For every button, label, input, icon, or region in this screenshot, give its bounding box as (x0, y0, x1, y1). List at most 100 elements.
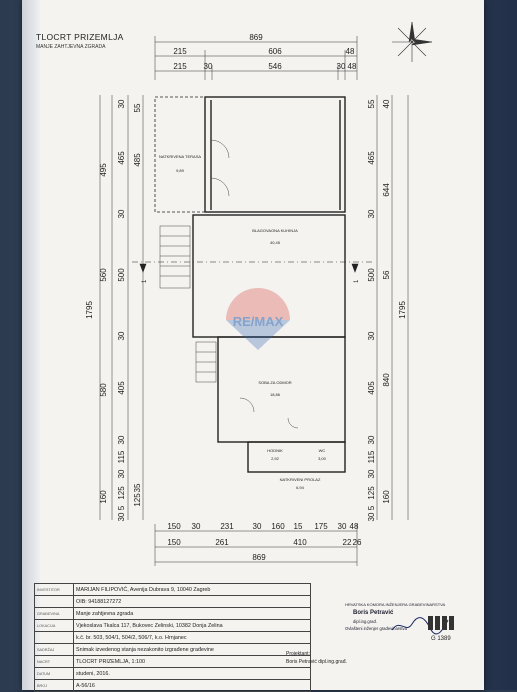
dim-bottom-r1: 160 (271, 522, 285, 531)
dim-left-c2b: 55 (133, 103, 142, 112)
dim-left-c2: 30 (117, 469, 126, 478)
title-block-label (34, 631, 74, 644)
title-block-value: Manje zahtjevna zgrada (73, 607, 311, 620)
dim-right-c1: 500 (367, 268, 376, 282)
room-wc-label: WC (319, 448, 326, 453)
dim-left-c1: 560 (99, 268, 108, 282)
dim-right-c2: 160 (382, 490, 391, 504)
title-block-label: INVESTITOR (34, 583, 74, 596)
dim-bottom-r2: 22 (343, 538, 352, 547)
dim-right-c1: 30 (367, 512, 376, 521)
dim-top-r1: 606 (268, 47, 282, 56)
section-marker-left-icon (139, 263, 147, 273)
dim-left-c2: 30 (117, 435, 126, 444)
dim-right-c1: 30 (367, 209, 376, 218)
dim-bottom-r1: 150 (167, 522, 181, 531)
dim-left-c2: 30 (117, 99, 126, 108)
drawing-sheet (22, 0, 484, 690)
dim-right-c1: 115 (367, 450, 376, 463)
dim-left-c1: 160 (99, 490, 108, 504)
stamp-line3: dipl.ing.građ. (353, 619, 377, 624)
dim-left-c2b: 485 (133, 153, 142, 167)
dim-bottom-r1: 175 (314, 522, 328, 531)
title-block-value: Vjekoslava Tkalca 117, Bukovec Zelinski,… (73, 619, 311, 632)
door-swings (210, 139, 299, 429)
title-block-label: NACRT (34, 655, 74, 668)
dim-left-c2b: 125 (133, 493, 142, 507)
dim-left-c2: 115 (117, 450, 126, 463)
room-hall-area: 2,92 (271, 456, 280, 461)
title-block-value: Snimak izvedenog stanja nezakonito izgra… (73, 643, 311, 656)
dim-left-c1: 580 (99, 383, 108, 397)
dim-right-total: 1795 (398, 301, 407, 319)
title-block-label: SADRŽAJ (34, 643, 74, 656)
chamber-logo-icon (428, 616, 454, 630)
dim-right-c1: 5 (367, 505, 376, 510)
dim-bottom-r1: 231 (220, 522, 234, 531)
dim-right-c2: 840 (382, 373, 391, 387)
dim-right-c1: 30 (367, 435, 376, 444)
dim-bottom-r1: 15 (294, 522, 303, 531)
dim-bottom-r2: 26 (353, 538, 362, 547)
dim-left-c2: 405 (117, 381, 126, 395)
dim-left-c2: 5 (117, 505, 126, 510)
dim-left-c2: 30 (117, 209, 126, 218)
sheet-binding-edge (22, 0, 40, 690)
floor-plan: 869 215 606 48 215 30 546 30 48 495 560 … (85, 21, 433, 566)
room-terrace-area: 9,89 (176, 168, 185, 173)
projektant-name: Boris Petravić dipl.ing.građ. (286, 659, 347, 665)
dim-bottom-r1: 30 (338, 522, 347, 531)
dim-right-c1: 40 (382, 99, 391, 108)
building-walls (154, 96, 346, 473)
stamp-line2: Boris Petravić (353, 610, 394, 616)
dim-top-r2: 546 (268, 62, 282, 71)
room-passage-label: NATKRIVENI PROLAZ (280, 477, 321, 482)
dim-top-r2: 30 (337, 62, 346, 71)
dim-left-total: 1795 (85, 301, 94, 319)
title-block-label: GRAĐEVINA (34, 607, 74, 620)
room-hall-label: HODNIK (267, 448, 283, 453)
title-block-value: k.č. br. 503, 504/1, 504/2, 506/7, k.o. … (73, 631, 311, 644)
title-block-label: DATUM (34, 667, 74, 680)
dim-top-total: 869 (249, 33, 263, 42)
sheet-title: TLOCRT PRIZEMLJA (36, 32, 124, 42)
room-sleep-label: SOBA ZA ODMOR (258, 380, 291, 385)
dim-right-c1: 30 (367, 331, 376, 340)
dim-top-r2: 30 (204, 62, 213, 71)
dim-bottom-r2: 261 (215, 538, 229, 547)
stamp-line4: Ovlašteni inženjer građevinarstva (345, 626, 407, 631)
dim-bottom-r1: 30 (253, 522, 262, 531)
stamp-code: G 1389 (431, 636, 451, 642)
dim-bottom-r2: 410 (293, 538, 307, 547)
dim-right-c1: 125 (367, 486, 376, 500)
title-block-label (34, 595, 74, 608)
section-label: 1 (142, 279, 148, 283)
room-living-area: 40,45 (270, 240, 281, 245)
engineer-stamp: HRVATSKA KOMORA INŽENJERA GRAĐEVINARSTVA… (345, 602, 465, 652)
dim-right-c1: 405 (367, 381, 376, 395)
dim-left-c1: 495 (99, 163, 108, 177)
room-living-label: BLAGOVAONA KUHINJA (252, 228, 298, 233)
projektant-label: Projektant: (286, 651, 310, 657)
title-block-value: TLOCRT PRIZEMLJA, 1:100 (73, 655, 311, 668)
dim-right-c1: 55 (367, 99, 376, 108)
north-arrow-icon (392, 21, 433, 62)
dim-left-c2: 30 (117, 331, 126, 340)
room-terrace-label: NATKRIVENA TERASA (159, 154, 201, 159)
title-block-value: OIB: 94188127272 (73, 595, 311, 608)
staircase (159, 225, 217, 383)
dim-left-c2: 500 (117, 268, 126, 282)
dim-right-c1: 465 (367, 151, 376, 165)
title-block-label: LOKACIJA (34, 619, 74, 632)
remax-watermark-logo: RE/MAX (226, 288, 290, 350)
dim-left-c2: 125 (117, 486, 126, 500)
signature-icon (391, 617, 449, 635)
room-passage-area: 6,94 (296, 485, 305, 490)
dim-bottom-r1: 30 (192, 522, 201, 531)
